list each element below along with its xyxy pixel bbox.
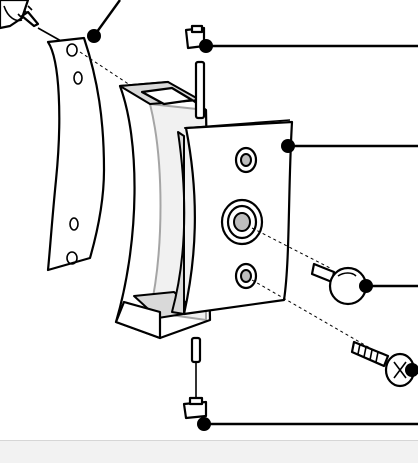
callout-pin-top xyxy=(199,39,418,53)
callout-bottom xyxy=(197,417,418,431)
assembly-leader-2 xyxy=(251,227,331,269)
callout-top-left xyxy=(87,0,121,43)
exploded-hinge-diagram xyxy=(0,0,418,431)
ball-stud xyxy=(310,262,368,306)
hinge-pin-top xyxy=(184,24,206,120)
hole-4 xyxy=(66,251,78,265)
callout-plate-front xyxy=(281,139,418,153)
hinge-pin-bottom xyxy=(190,336,202,400)
callout-screw-right xyxy=(405,363,418,377)
screw-right xyxy=(350,340,416,388)
assembly-leader-3 xyxy=(251,279,371,349)
screw-top-left xyxy=(0,0,40,30)
hinge-front-plate xyxy=(171,119,294,316)
callout-ball xyxy=(359,279,418,293)
hole-1 xyxy=(66,43,78,57)
bushing-bottom xyxy=(182,396,208,420)
footer-bar xyxy=(0,440,418,463)
hole-2 xyxy=(73,71,83,85)
assembly-leader-1 xyxy=(79,51,131,86)
hole-3 xyxy=(69,217,79,231)
back-strap-plate xyxy=(46,36,106,272)
